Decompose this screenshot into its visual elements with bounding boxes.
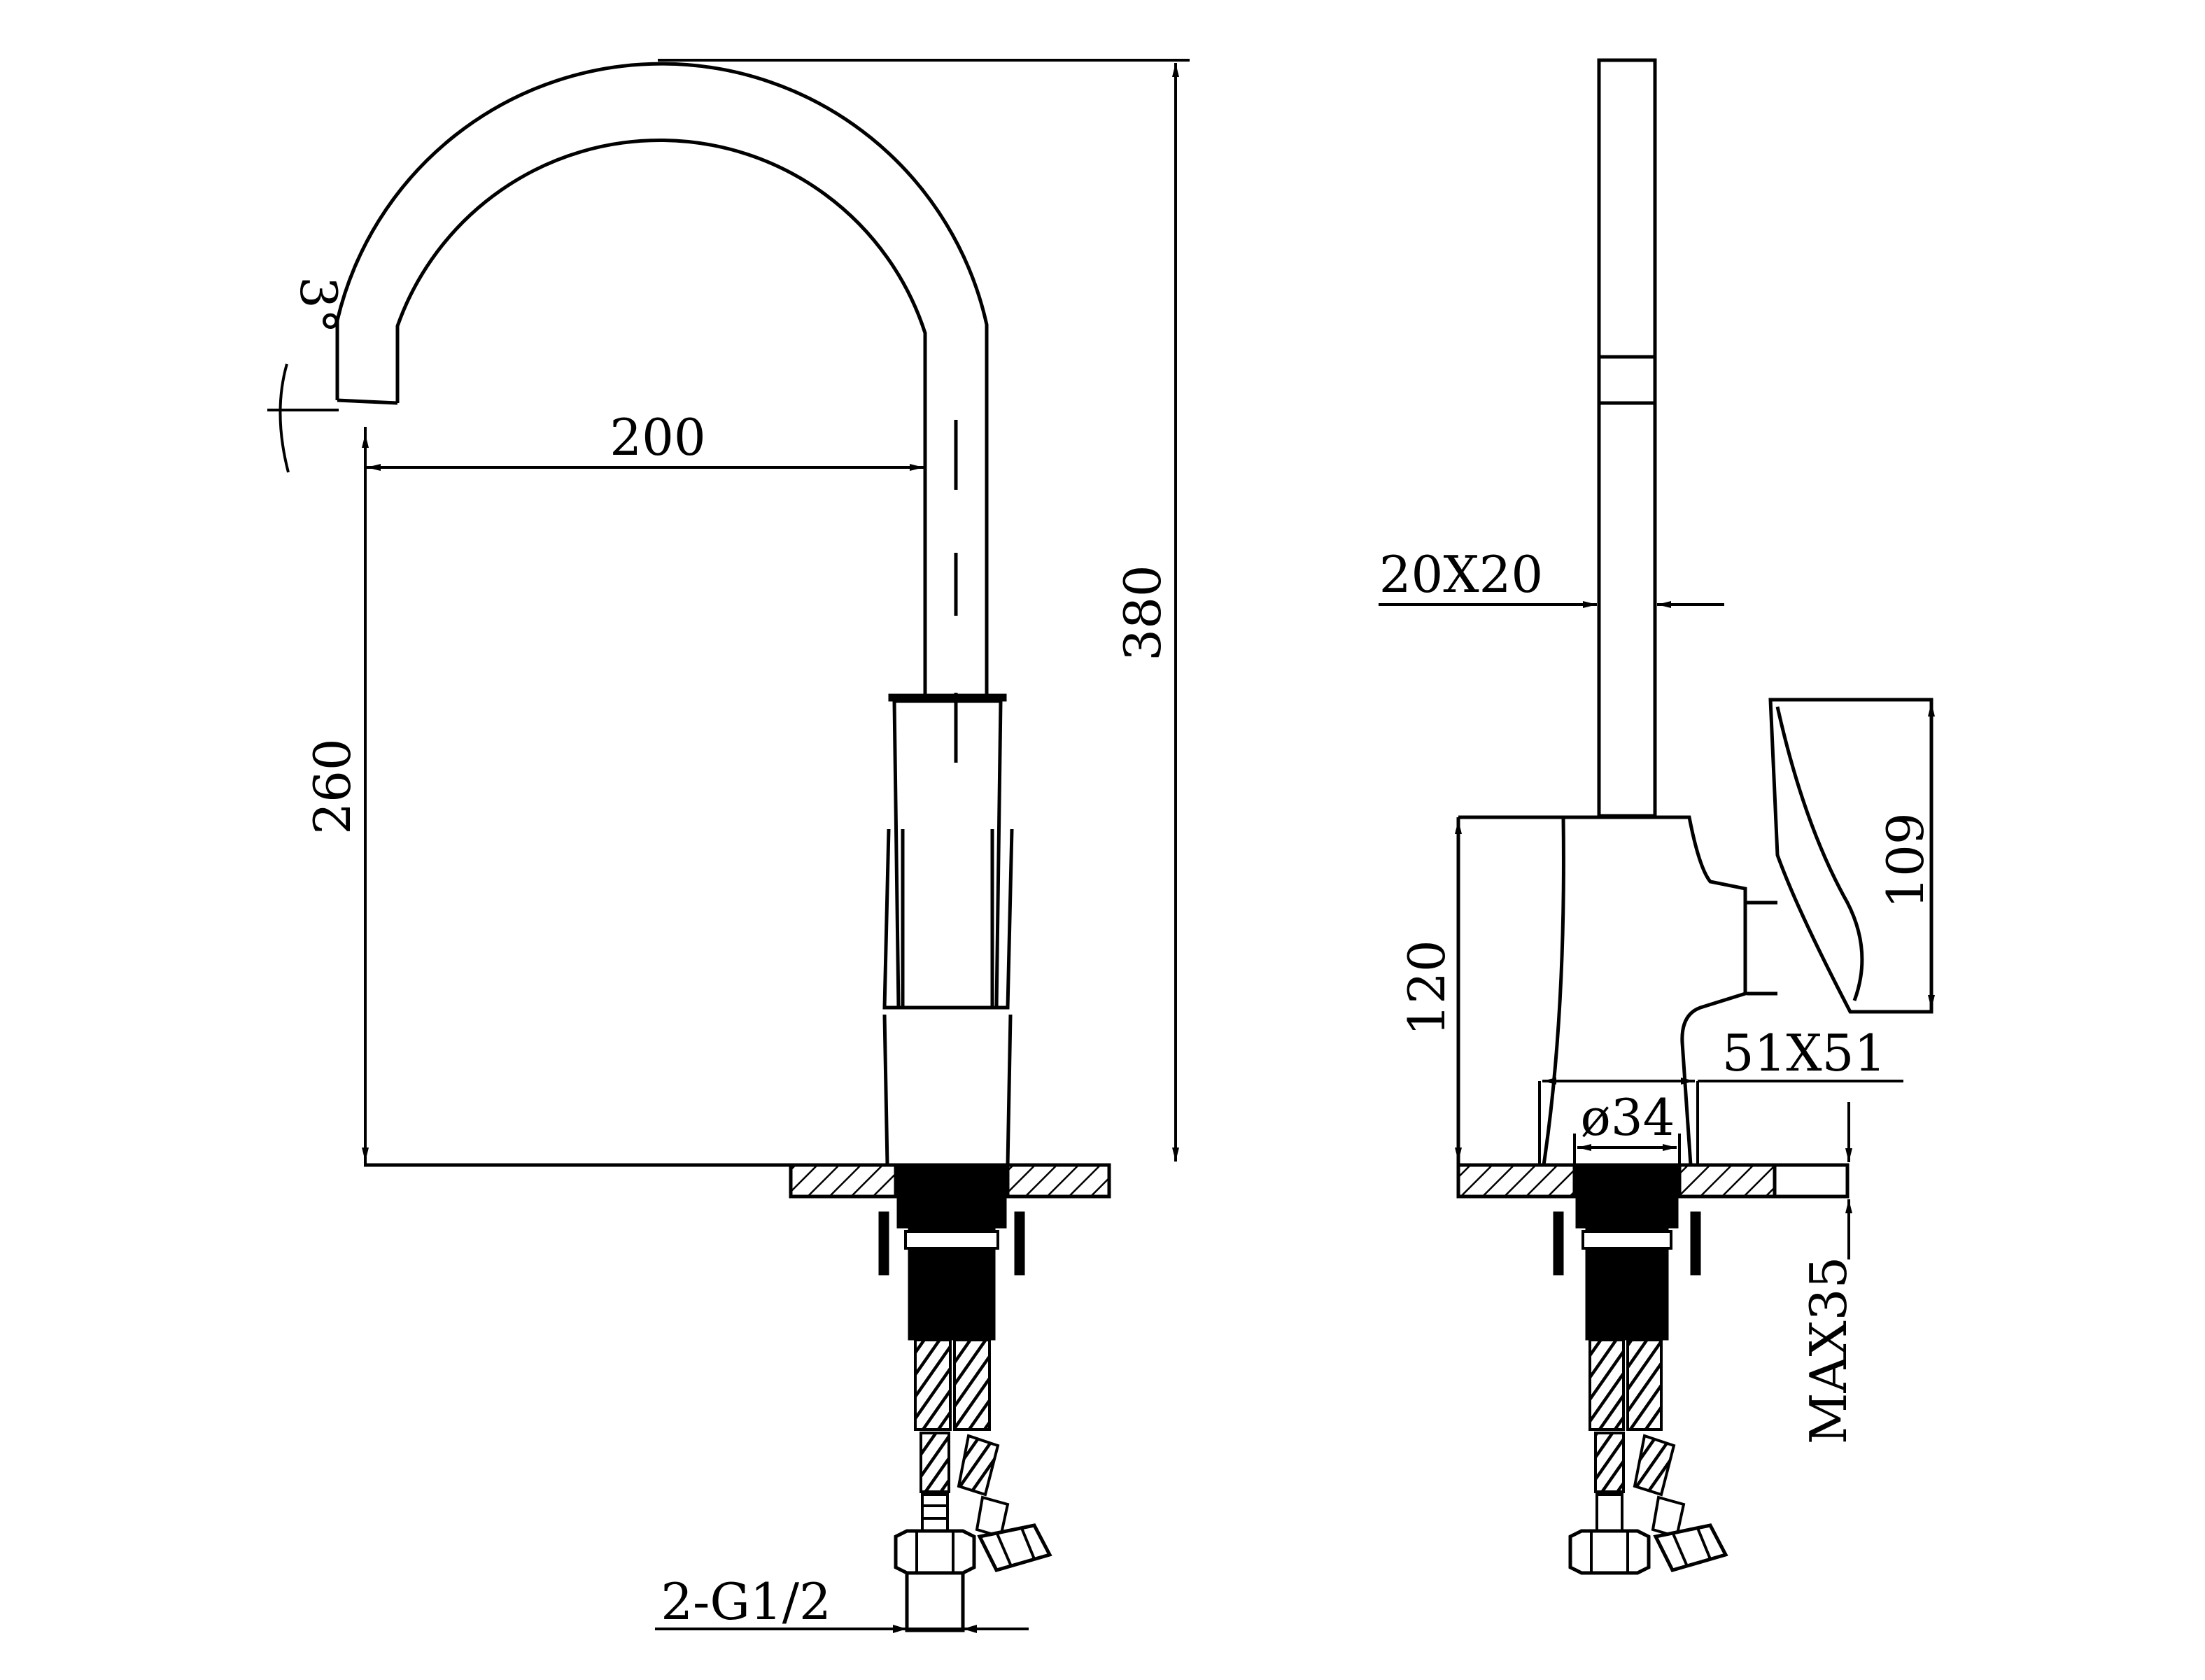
front-body	[882, 693, 1014, 1167]
front-hoses	[894, 1339, 1052, 1632]
hole-diameter-label: ø34	[1581, 1088, 1675, 1147]
side-hoses	[1568, 1339, 1728, 1575]
front-view: 3° 200 260 380 2-G1/2	[267, 59, 1190, 1633]
handle-height-label: 109	[1876, 812, 1935, 908]
angle-label: 3°	[289, 276, 348, 334]
side-view: 20X20 109 120 51X51 ø34 MAX35	[1379, 58, 1935, 1575]
front-mounting	[878, 1196, 1025, 1341]
spout-reach-label: 200	[610, 408, 705, 467]
side-dimensions: 20X20 109 120 51X51 ø34 MAX35	[1379, 545, 1935, 1444]
spout-section-label: 20X20	[1379, 545, 1544, 604]
side-mounting	[1553, 1196, 1701, 1341]
side-handle	[1747, 698, 1933, 1014]
total-height-label: 380	[1113, 565, 1172, 661]
spout-height-label: 260	[303, 738, 362, 834]
front-dimensions: 3° 200 260 380 2-G1/2	[267, 59, 1190, 1633]
connection-label: 2-G1/2	[661, 1572, 831, 1631]
front-deck	[364, 1163, 1111, 1199]
side-deck	[1456, 1163, 1850, 1199]
base-size-label: 51X51	[1722, 1024, 1887, 1082]
body-height-label: 120	[1397, 940, 1456, 1036]
front-spout	[335, 62, 989, 763]
side-spout	[1597, 58, 1657, 818]
deck-thickness-label: MAX35	[1799, 1257, 1858, 1445]
